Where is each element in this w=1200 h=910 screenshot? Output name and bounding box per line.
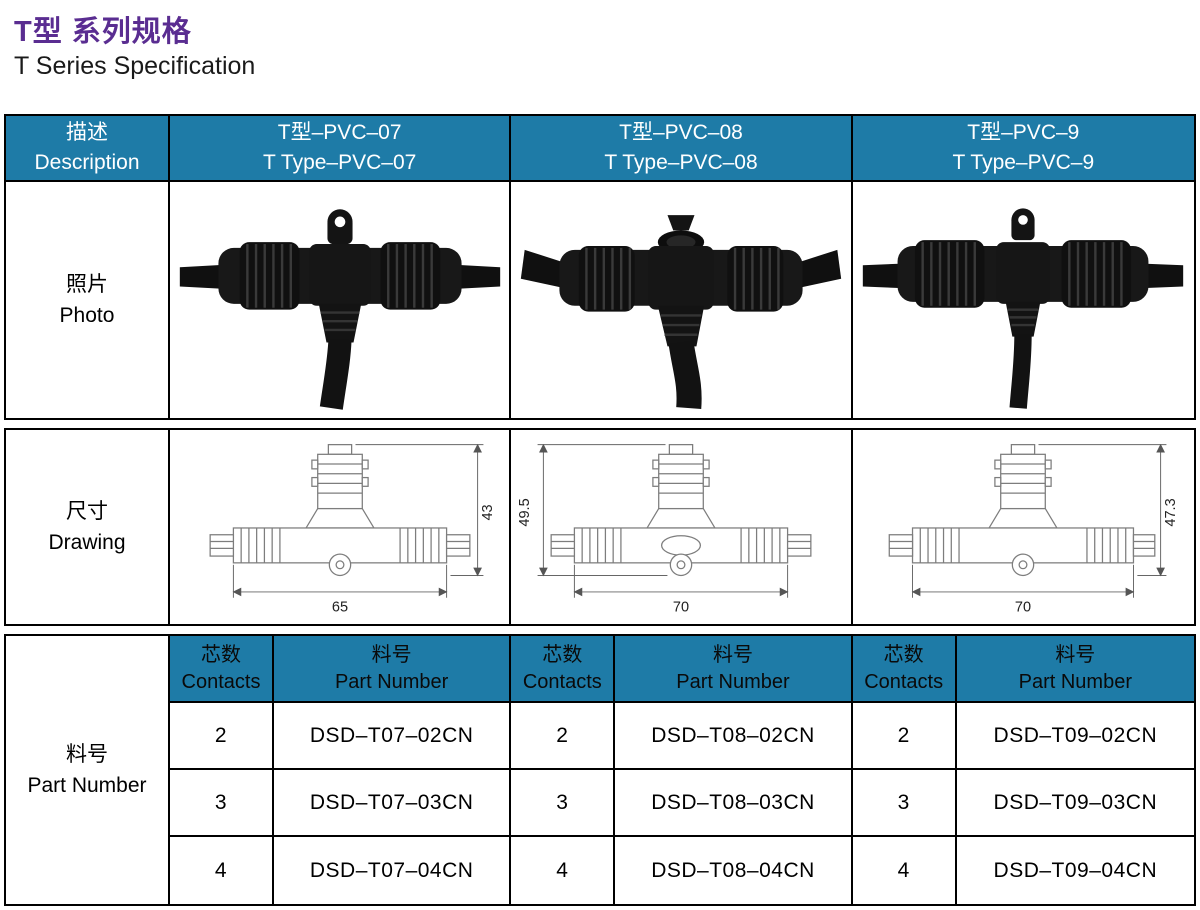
contacts-header-col3: 芯数 Contacts [852, 636, 957, 703]
part-number-value: DSD–T08–02CN [615, 703, 853, 770]
partnumber-header-cn: 料号 [1055, 643, 1096, 666]
connector-drawing-pvc9: 70 47.3 [888, 443, 1179, 615]
part-row-label: 料号 Part Number [6, 636, 170, 904]
product-name-en: T Type–PVC–9 [952, 151, 1095, 174]
header-product-pvc08: T型–PVC–08 T Type–PVC–08 [511, 116, 853, 182]
page-title-cn: T型 系列规格 [14, 16, 192, 48]
drawing-table: 尺寸 Drawing [4, 428, 1196, 626]
dim-width-label: 70 [673, 599, 689, 615]
product-name-cn: T型–PVC–07 [277, 120, 402, 144]
part-label-en: Part Number [27, 774, 147, 797]
contacts-header-cn: 芯数 [542, 643, 583, 666]
part-number-table: 料号 Part Number 芯数 Contacts 料号 Part Numbe… [4, 634, 1196, 906]
header-product-pvc9: T型–PVC–9 T Type–PVC–9 [852, 116, 1194, 182]
contacts-header-cn: 芯数 [201, 643, 241, 666]
connector-photo-pvc08 [520, 215, 842, 410]
part-number-value: DSD–T09–03CN [956, 770, 1194, 837]
partnumber-header-cn: 料号 [371, 643, 412, 666]
dim-width-label: 70 [1015, 599, 1031, 615]
part-number-value: DSD–T08–03CN [615, 770, 853, 837]
contacts-header-col2: 芯数 Contacts [511, 636, 616, 703]
header-description: 描述 Description [6, 116, 170, 182]
drawing-label-en: Drawing [48, 531, 126, 554]
drawing-label-cn: 尺寸 [66, 499, 108, 523]
connector-drawing-pvc07: 65 43 [209, 443, 496, 615]
drawing-row-label: 尺寸 Drawing [6, 430, 170, 624]
product-name-cn: T型–PVC–08 [619, 120, 743, 144]
contacts-header-en: Contacts [522, 670, 602, 693]
photo-cell-pvc08 [511, 182, 853, 418]
connector-photo-pvc07 [179, 209, 500, 410]
dim-height-label: 47.3 [1163, 498, 1179, 526]
part-number-value: DSD–T07–02CN [274, 703, 512, 770]
spec-table: 描述 Description T型–PVC–07 T Type–PVC–07 T… [4, 114, 1196, 420]
part-label-cn: 料号 [66, 742, 108, 766]
part-number-value: DSD–T09–02CN [956, 703, 1194, 770]
drawing-cell-pvc08: 70 49.5 [511, 430, 853, 624]
product-name-en: T Type–PVC–08 [604, 151, 758, 174]
contacts-value: 4 [170, 837, 274, 904]
photo-label-en: Photo [59, 304, 115, 327]
drawing-cell-pvc07: 65 43 [170, 430, 512, 624]
contacts-value: 2 [170, 703, 274, 770]
connector-photo-pvc9 [863, 208, 1184, 409]
contacts-value: 3 [852, 770, 957, 837]
dim-height-label: 43 [480, 504, 496, 520]
part-number-value: DSD–T08–04CN [615, 837, 853, 904]
drawing-cell-pvc9: 70 47.3 [853, 430, 1194, 624]
partnumber-header-en: Part Number [1018, 670, 1132, 693]
photo-label-cn: 照片 [66, 272, 108, 296]
header-description-cn: 描述 [66, 120, 108, 144]
product-name-en: T Type–PVC–07 [263, 151, 417, 174]
part-number-value: DSD–T09–04CN [993, 858, 1158, 882]
photo-cell-pvc07 [170, 182, 512, 418]
partnumber-header-col3: 料号 Part Number [956, 636, 1194, 703]
dim-height-label: 49.5 [517, 498, 533, 526]
contacts-value: 3 [511, 770, 616, 837]
contacts-header-en: Contacts [181, 670, 261, 693]
contacts-value: 3 [170, 770, 274, 837]
partnumber-header-cn: 料号 [712, 643, 753, 666]
contacts-value: 2 [511, 703, 616, 770]
contacts-header-en: Contacts [864, 670, 944, 693]
photo-row-label: 照片 Photo [6, 182, 170, 418]
part-number-value: DSD–T07–04CN [274, 837, 512, 904]
header-description-en: Description [34, 151, 140, 174]
contacts-value: 4 [511, 837, 616, 904]
partnumber-header-col2: 料号 Part Number [615, 636, 853, 703]
header-product-pvc07: T型–PVC–07 T Type–PVC–07 [170, 116, 512, 182]
partnumber-header-col1: 料号 Part Number [274, 636, 512, 703]
part-number-value: DSD–T07–03CN [274, 770, 512, 837]
photo-cell-pvc9 [853, 182, 1194, 418]
contacts-value: 4 [853, 837, 957, 904]
contacts-header-cn: 芯数 [883, 643, 924, 666]
contacts-value: 2 [852, 703, 957, 770]
product-name-cn: T型–PVC–9 [967, 120, 1080, 144]
page-title-en: T Series Specification [14, 52, 256, 80]
partnumber-header-en: Part Number [676, 670, 790, 693]
connector-drawing-pvc08: 70 49.5 [517, 443, 812, 615]
contacts-header-col1: 芯数 Contacts [170, 636, 274, 703]
partnumber-header-en: Part Number [334, 670, 449, 693]
dim-width-label: 65 [332, 599, 348, 615]
